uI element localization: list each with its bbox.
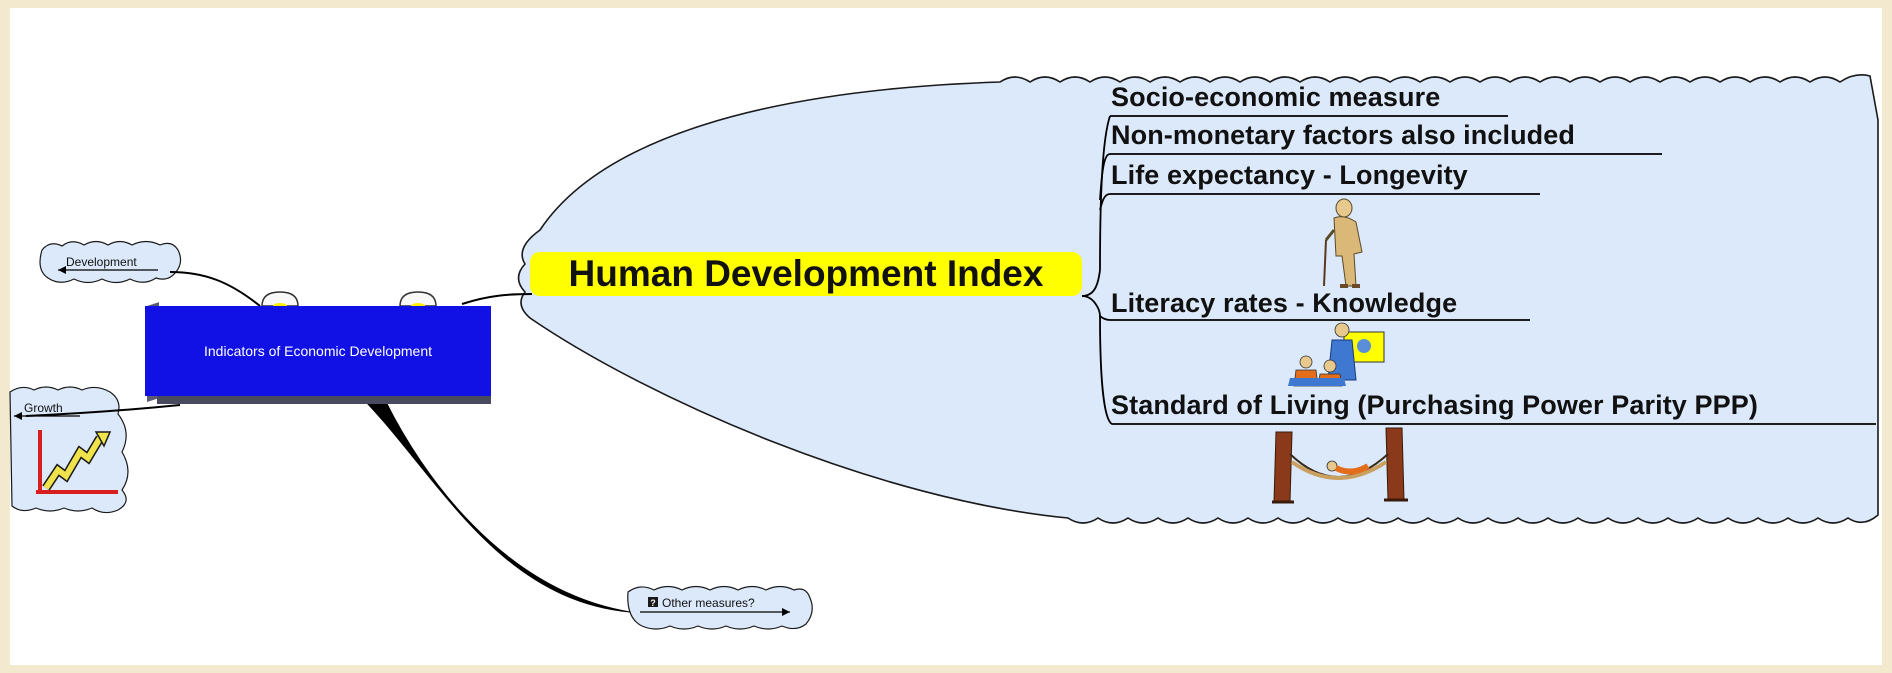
hdi-cloud xyxy=(517,74,1879,524)
other-measures-cloud xyxy=(627,585,813,630)
hdi-branch-socio-economic[interactable]: Socio-economic measure xyxy=(1111,82,1441,112)
hdi-branch-life-expectancy[interactable]: Life expectancy - Longevity xyxy=(1111,160,1468,190)
other-measures-topic-label[interactable]: Other measures? xyxy=(662,596,755,610)
elderly-person-icon xyxy=(1323,198,1363,288)
growth-chart-icon xyxy=(36,430,118,494)
hdi-branch-connectors xyxy=(1081,115,1876,425)
hdi-topic-label: Human Development Index xyxy=(568,253,1044,294)
teacher-students-icon xyxy=(1288,322,1385,387)
hdi-branch-literacy[interactable]: Literacy rates - Knowledge xyxy=(1111,288,1458,318)
hdi-branch-non-monetary[interactable]: Non-monetary factors also included xyxy=(1111,120,1575,150)
connector-development xyxy=(169,271,261,307)
development-topic-label[interactable]: Development xyxy=(66,255,137,269)
central-topic-label: Indicators of Economic Development xyxy=(204,343,432,359)
connector-hdi xyxy=(461,293,533,305)
development-cloud xyxy=(39,240,182,284)
central-topic-box[interactable]: Indicators of Economic Development xyxy=(145,306,491,396)
growth-topic-label[interactable]: Growth xyxy=(24,401,63,415)
hdi-branch-standard-of-living[interactable]: Standard of Living (Purchasing Power Par… xyxy=(1111,390,1758,420)
connector-other-measures xyxy=(364,401,631,613)
central-node-shadow xyxy=(157,396,491,404)
svg-text:?: ? xyxy=(650,598,656,608)
hammock-icon xyxy=(1272,427,1408,504)
question-icon: ? xyxy=(648,597,658,608)
hdi-topic-box[interactable]: Human Development Index xyxy=(530,252,1082,296)
connector-growth xyxy=(25,404,181,417)
